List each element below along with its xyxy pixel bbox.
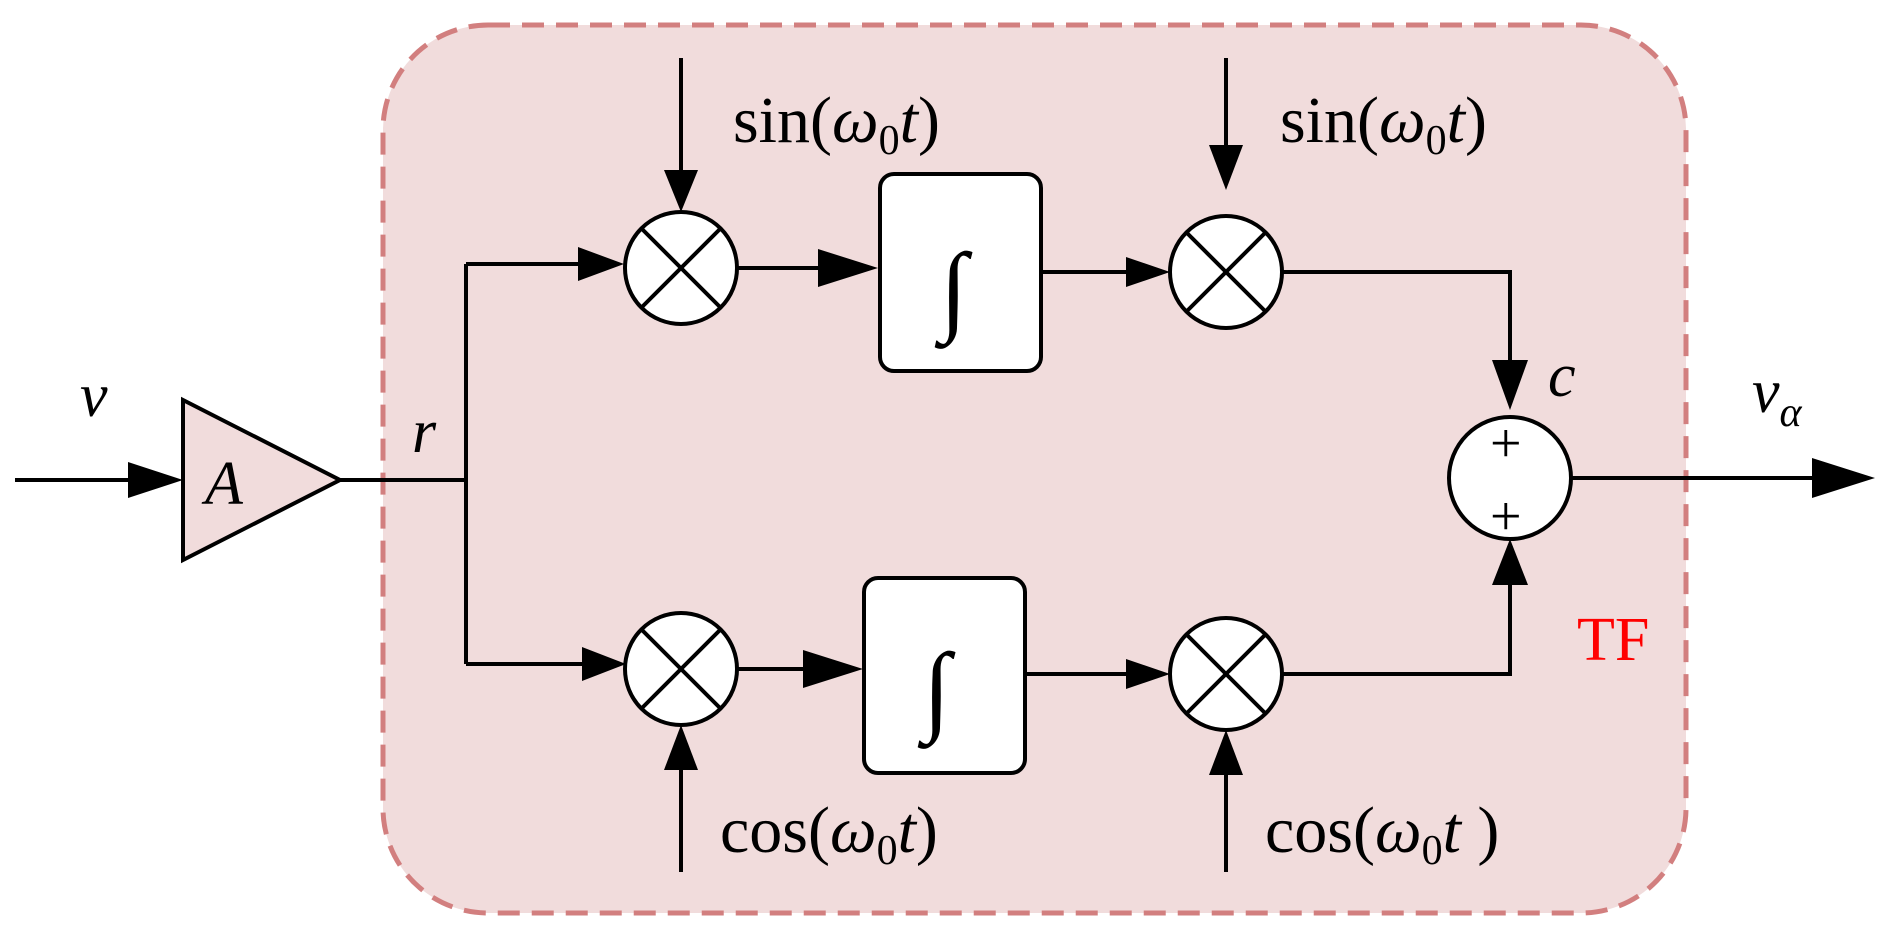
sum-sign-bottom: + xyxy=(1490,486,1522,548)
bottom-to-multiplier2-arrow xyxy=(1025,659,1170,689)
bottom-ref1-arrow xyxy=(664,725,698,872)
sum-c-label: c xyxy=(1548,342,1576,410)
top-ref2-arrow xyxy=(1209,58,1243,190)
tf-label: TF xyxy=(1577,606,1649,674)
gain-block xyxy=(181,396,345,564)
bottom-multiplier-2 xyxy=(1168,616,1284,732)
bottom-to-integrator-arrow xyxy=(737,650,863,688)
bottom-to-sum-path xyxy=(1282,539,1528,676)
bottom-integrator-symbol: ∫ xyxy=(917,633,956,749)
top-to-multiplier2-arrow xyxy=(1041,257,1170,287)
input-label: v xyxy=(80,362,108,430)
top-multiplier-1 xyxy=(623,210,739,326)
top-ref1-arrow xyxy=(664,58,698,212)
bottom-multiplier-1 xyxy=(623,611,739,727)
input-arrow xyxy=(15,462,183,498)
top-branch-arrow xyxy=(466,247,624,281)
top-integrator-symbol: ∫ xyxy=(934,233,973,349)
branch-label: r xyxy=(412,398,437,466)
output-arrow xyxy=(1571,458,1875,498)
gain-label: A xyxy=(201,450,244,518)
top-to-sum-path xyxy=(1282,270,1528,410)
bottom-ref1-label: cos(ω0t) xyxy=(720,794,938,874)
top-ref2-label: sin(ω0t) xyxy=(1280,84,1487,164)
output-label: vα xyxy=(1752,358,1803,436)
sum-sign-top: + xyxy=(1490,413,1522,475)
bottom-ref2-label: cos(ω0t ) xyxy=(1265,794,1499,874)
bottom-branch-arrow xyxy=(466,647,626,681)
top-to-integrator-arrow xyxy=(737,249,878,287)
top-multiplier-2 xyxy=(1168,214,1284,330)
top-ref1-label: sin(ω0t) xyxy=(733,84,940,164)
bottom-ref2-arrow xyxy=(1209,730,1243,872)
